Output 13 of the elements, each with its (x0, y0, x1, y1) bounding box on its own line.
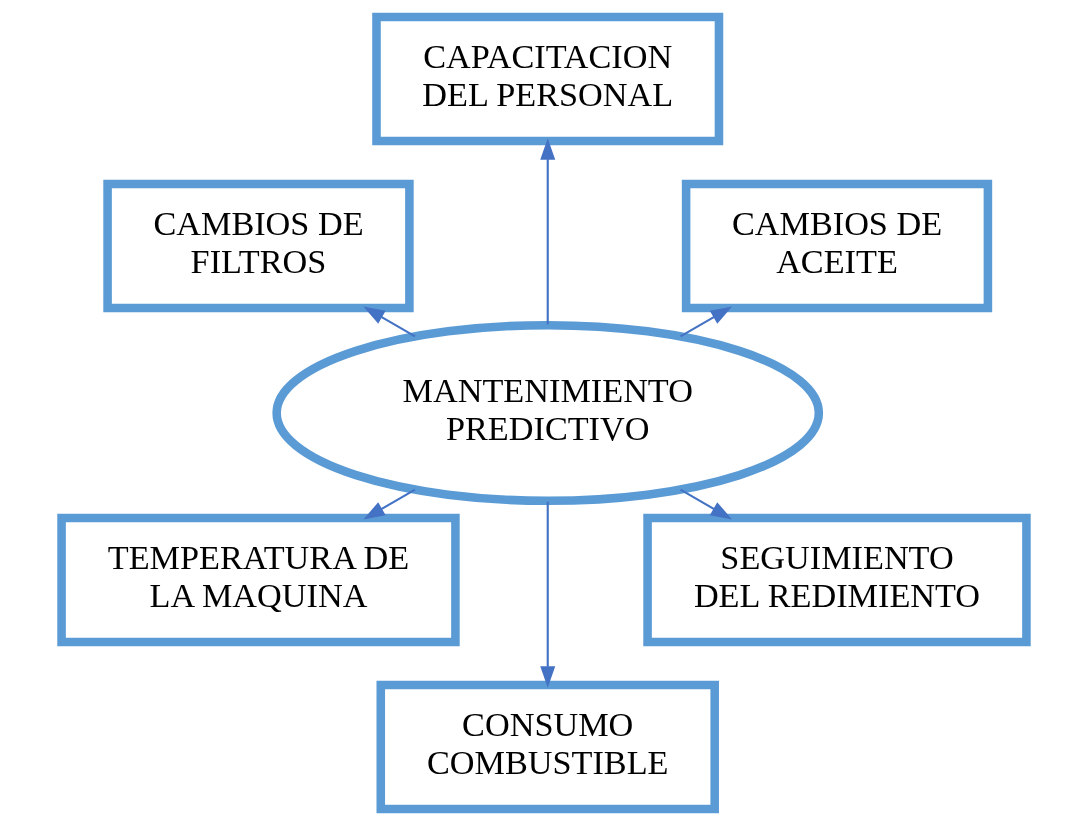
arrow (539, 138, 555, 325)
arrow (362, 488, 415, 520)
node-box: SEGUIMIENTO DEL REDIMIENTO (642, 513, 1031, 647)
arrow (679, 306, 732, 338)
node-box: CAPACITACION DEL PERSONAL (371, 12, 723, 146)
node-ellipse: MANTENIMIENTO PREDICTIVO (271, 320, 823, 506)
arrow (539, 501, 555, 688)
node-box: CAMBIOS DE ACEITE (681, 179, 992, 313)
node-box: TEMPERATURA DE LA MAQUINA (56, 513, 460, 647)
node-box: CONSUMO COMBUSTIBLE (376, 680, 719, 814)
node-box: CAMBIOS DE FILTROS (102, 179, 414, 313)
arrow (362, 306, 415, 338)
arrow (679, 488, 732, 520)
